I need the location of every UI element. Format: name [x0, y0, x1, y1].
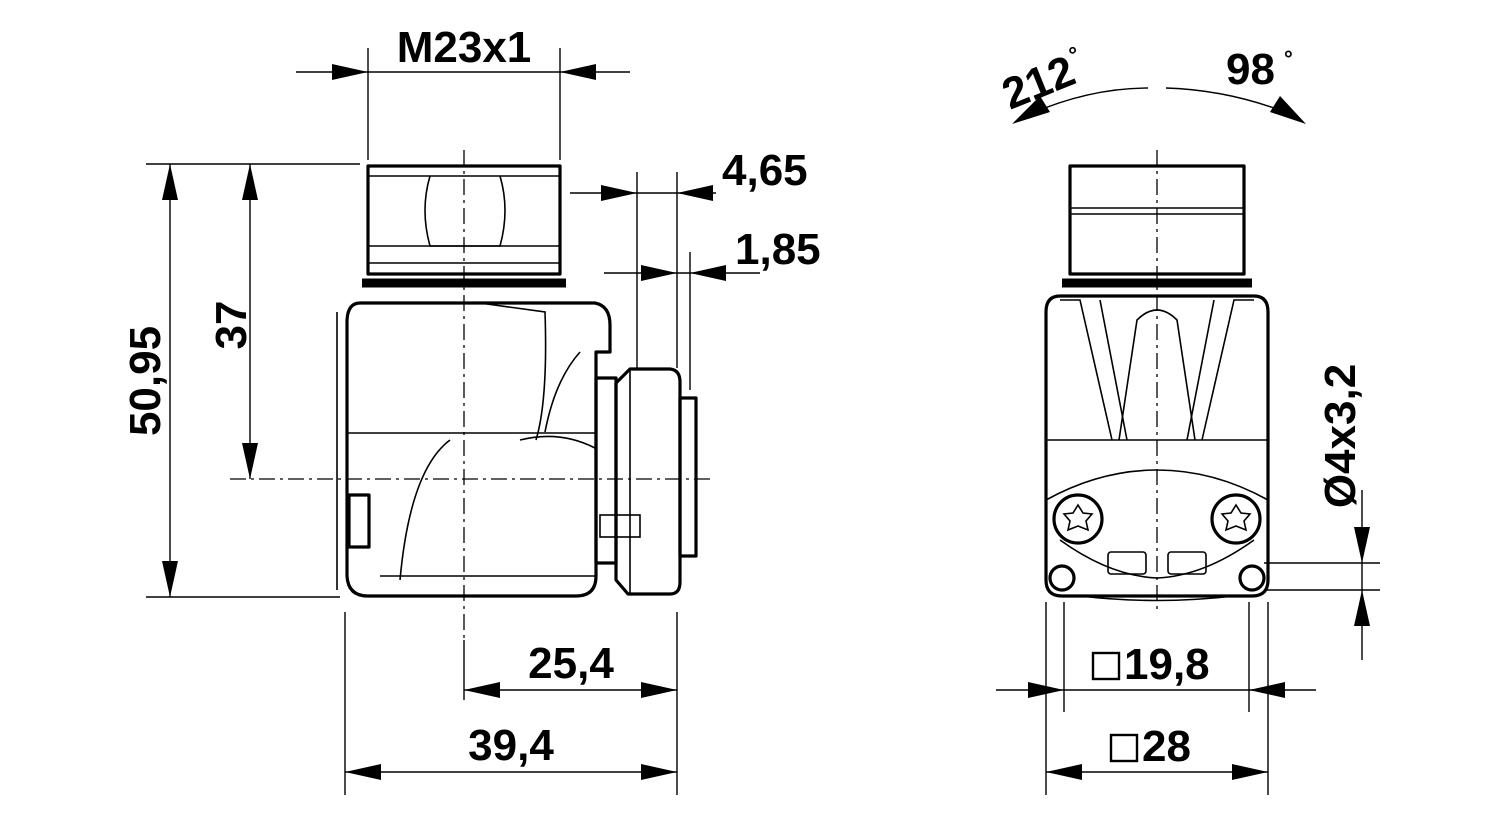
square-symbol-icon: [1091, 651, 1121, 681]
svg-text:28: 28: [1142, 722, 1191, 771]
offset-a-label: 4,65: [722, 146, 808, 195]
thread-label: M23x1: [397, 23, 532, 72]
hole-spacing-label: 19,8: [1091, 640, 1210, 689]
square-symbol-icon: [1109, 733, 1139, 763]
svg-text:212: 212: [995, 46, 1081, 119]
side-view-dimensions: [146, 48, 760, 795]
svg-text:19,8: 19,8: [1124, 640, 1210, 689]
side-view: [230, 150, 712, 640]
mounting-hole-left: [1048, 564, 1076, 592]
rotation-arrow-left: [1012, 96, 1050, 124]
side-latch: [347, 493, 371, 549]
screw-holes-label: Ø4x3,2: [1316, 364, 1365, 508]
svg-text:98: 98: [1226, 45, 1275, 94]
svg-text:°: °: [1284, 46, 1293, 71]
rotation-arrow-right: [1270, 96, 1306, 124]
screw-left: [1052, 493, 1104, 545]
housing-body: [336, 301, 612, 598]
cable-gland: [594, 367, 698, 596]
front-view-dimensions: [996, 490, 1380, 795]
offset-b-label: 1,85: [735, 225, 821, 274]
latch-slot-left: [1107, 551, 1147, 575]
square-width-label: 28: [1109, 722, 1191, 771]
width-total-label: 39,4: [468, 721, 554, 770]
screw-right: [1210, 493, 1262, 545]
mounting-hole-right: [1238, 564, 1266, 592]
height-total-label: 50,95: [121, 326, 170, 436]
width-axis-label: 25,4: [528, 639, 614, 688]
height-axis-label: 37: [207, 301, 256, 350]
front-view: [1044, 150, 1270, 610]
rotation-right-label: 98 °: [1226, 45, 1293, 94]
latch-slot-right: [1167, 551, 1207, 575]
rotation-indicator: [1012, 87, 1306, 124]
